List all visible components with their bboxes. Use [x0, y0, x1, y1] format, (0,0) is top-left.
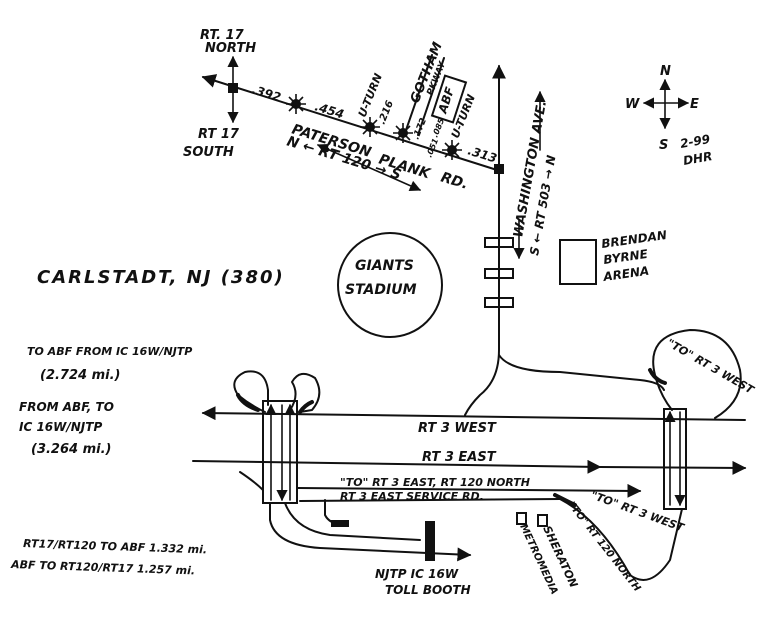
- compass-rose: [642, 78, 690, 130]
- overpass-marks: [484, 237, 514, 308]
- rt17-north-label: RT. 17: [200, 28, 245, 43]
- ramp-to-rt3-west: [498, 354, 665, 391]
- to-rt3west-label: "TO" RT 3 WEST: [589, 489, 687, 535]
- note: (3.264 mi.): [31, 442, 111, 457]
- east-loop-thick: [648, 368, 667, 385]
- gotham-parkway-edge: [417, 57, 445, 136]
- rt120-direction-arrow: [316, 143, 422, 192]
- service-road-label: RT 3 EAST SERVICE RD.: [340, 490, 484, 503]
- milepost-label: .085: [431, 117, 447, 139]
- to-rt3west-label: "TO" RT 3 WEST: [665, 336, 758, 397]
- ramp-thick: [553, 493, 577, 507]
- compass-s: S: [659, 138, 668, 153]
- compass-n: N: [660, 64, 671, 79]
- rd-label: RD.: [439, 170, 470, 193]
- rt3-east-service-road: [297, 483, 642, 498]
- note: FROM ABF, TO: [19, 400, 114, 414]
- metromedia-building: [516, 512, 527, 525]
- west-ramp-in: [239, 471, 264, 491]
- ramp-to-toll: [269, 502, 472, 562]
- to-rt3east-label: "TO" RT 3 EAST, RT 120 NORTH: [340, 476, 530, 489]
- abf-building: [430, 74, 468, 124]
- milepost-label: .454: [313, 99, 345, 121]
- compass-e: E: [690, 97, 699, 112]
- giants-stadium: [337, 232, 443, 338]
- abf-label: ABF: [435, 85, 457, 116]
- loop-thick-right: [298, 400, 314, 414]
- rt17-north-label: NORTH: [205, 41, 256, 56]
- compass-w: W: [625, 97, 640, 112]
- loop-thick-left: [236, 393, 260, 412]
- ramp-stub-bar: [331, 520, 349, 527]
- east-interchange: [663, 408, 687, 510]
- rt17-south-label: RT 17: [198, 127, 240, 142]
- service-road-lower: [299, 498, 561, 502]
- credit-date: 2-99: [679, 132, 711, 151]
- note: RT17/RT120 TO ABF 1.332 mi.: [23, 537, 207, 556]
- milepost-label: .392: [250, 82, 282, 104]
- traffic-signal-icon: [442, 140, 462, 160]
- west-loop-left: [233, 370, 269, 413]
- washington-avenue-south: [464, 173, 500, 416]
- west-interchange: [262, 400, 298, 504]
- rt3-west-label: RT 3 WEST: [418, 421, 497, 436]
- milepost-label: .216: [377, 99, 396, 126]
- traffic-signal-icon: [393, 123, 413, 143]
- rt17-junction-marker: [228, 83, 238, 93]
- toll-label: TOLL BOOTH: [385, 583, 471, 597]
- brendan-byrne-arena: [559, 239, 597, 285]
- rt17-south-label: SOUTH: [183, 145, 234, 160]
- gotham-parkway: [404, 54, 433, 134]
- brendan-label: BRENDAN: [600, 228, 667, 251]
- note: IC 16W/NJTP: [19, 420, 102, 434]
- rt3-east-road-cont: [599, 460, 747, 475]
- rt3-east-road: [192, 459, 602, 474]
- traffic-signal-icon: [360, 117, 380, 137]
- giants-label: GIANTS: [355, 258, 414, 274]
- note: TO ABF FROM IC 16W/NJTP: [27, 345, 192, 358]
- sheraton-building: [537, 514, 548, 527]
- traffic-signal-icon: [286, 94, 306, 114]
- note: ABF TO RT120/RT17 1.257 mi.: [10, 558, 195, 577]
- brendan-label: ARENA: [601, 264, 650, 284]
- west-loop-right: [289, 372, 321, 413]
- note: (2.724 mi.): [40, 368, 120, 383]
- giants-label: STADIUM: [345, 282, 417, 298]
- credit-author: DHR: [682, 149, 713, 168]
- brendan-label: BYRNE: [602, 247, 649, 267]
- ramp-from-toll: [284, 502, 421, 541]
- ramp-to-rt120-north: [559, 498, 683, 581]
- rt3-east-label: RT 3 EAST: [422, 450, 497, 465]
- milepost-label: .172: [412, 117, 430, 141]
- page-title: CARLSTADT, NJ (380): [37, 267, 285, 288]
- toll-booth: [425, 521, 435, 561]
- milepost-label: .051: [425, 137, 441, 159]
- toll-label: NJTP IC 16W: [375, 567, 459, 581]
